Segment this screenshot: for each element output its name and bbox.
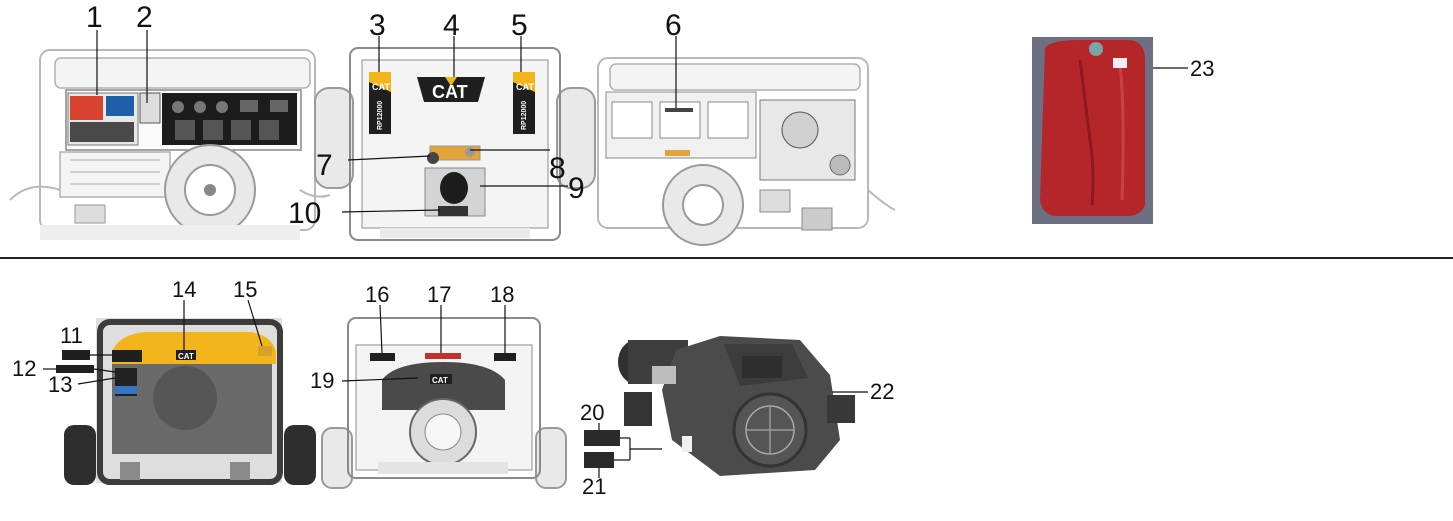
callout-number: 11	[60, 323, 83, 348]
callout-number: 17	[427, 282, 451, 307]
cat-logo-decal-text: CAT	[372, 82, 390, 92]
leader-line-15	[247, 299, 263, 347]
generator-front-view: CAT RP12000 CAT CAT RP12000	[314, 47, 596, 241]
callout-number: 3	[369, 9, 386, 42]
decal-tag-11	[62, 350, 90, 360]
callout-number: 18	[490, 282, 514, 307]
callout-number: 20	[580, 400, 604, 425]
callout-number: 2	[136, 1, 153, 34]
callout-number: 21	[582, 474, 606, 499]
decal-tag-12	[56, 365, 94, 373]
callout-number: 4	[443, 9, 460, 42]
callout-number: 14	[172, 277, 196, 302]
model-decal-text: RP12000	[521, 101, 528, 130]
callout-number: 6	[665, 9, 682, 42]
cat-logo-decal-text: CAT	[516, 82, 534, 92]
leader-line-7	[347, 155, 431, 161]
callout-number: 1	[86, 1, 103, 34]
model-decal-text: RP12000	[377, 101, 384, 130]
generator-control-panel-view	[9, 49, 331, 240]
callout-number: 19	[310, 368, 334, 393]
callout-number: 22	[870, 379, 894, 404]
cat-logo-main-text: CAT	[432, 82, 468, 102]
cat-logo-tank-text: CAT	[178, 352, 194, 361]
callout-number: 5	[511, 9, 528, 42]
decal-tag-20	[584, 430, 620, 446]
callout-number: 13	[48, 372, 72, 397]
leader-line-16	[379, 304, 383, 354]
callout-number: 9	[568, 172, 585, 205]
generator-fuel-tank-view: CAT	[64, 318, 316, 485]
callout-number: 7	[316, 149, 333, 182]
leader-line-19	[341, 377, 419, 382]
generator-engine-front-view: CAT	[321, 317, 567, 489]
callout-number: 8	[549, 152, 566, 185]
callout-number: 15	[233, 277, 257, 302]
cat-logo-engine-text: CAT	[432, 376, 448, 385]
leader-line-13	[77, 377, 116, 385]
leader-line-10	[341, 209, 441, 213]
callout-number: 10	[288, 197, 321, 230]
decal-tag-21	[584, 452, 614, 468]
fuel-tank-photo	[1032, 37, 1153, 224]
callout-number: 16	[365, 282, 389, 307]
engine-photo	[618, 336, 855, 476]
callout-number: 23	[1190, 56, 1214, 81]
generator-rear-side-view	[597, 57, 896, 246]
callout-number: 12	[12, 356, 36, 381]
leader-line-12b	[93, 368, 116, 373]
